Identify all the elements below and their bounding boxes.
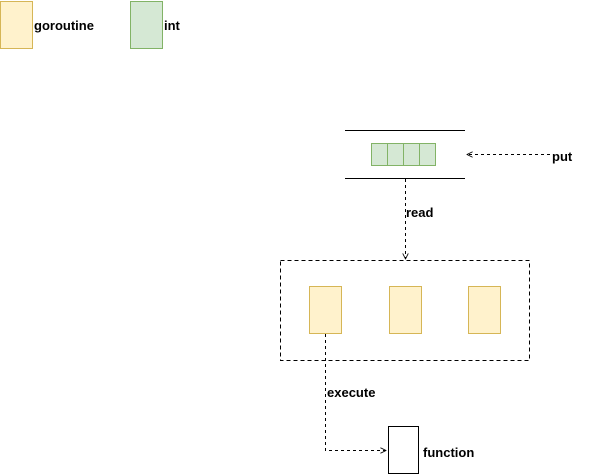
legend-label-goroutine: goroutine	[34, 18, 94, 33]
channel-cell	[419, 143, 436, 166]
channel-cell	[387, 143, 404, 166]
function-label: function	[423, 445, 475, 460]
function-box	[388, 426, 419, 474]
goroutine-worker	[309, 286, 342, 334]
execute-label: execute	[327, 385, 376, 400]
channel-cell	[371, 143, 388, 166]
legend-swatch-int	[130, 1, 163, 49]
legend-swatch-goroutine	[0, 1, 33, 49]
execute-arrow	[325, 334, 387, 451]
channel-cell	[403, 143, 420, 166]
read-label: read	[406, 205, 434, 220]
channel-buffer	[371, 143, 436, 166]
worker-pool-group	[280, 260, 530, 361]
legend-label-int: int	[164, 18, 180, 33]
put-label: put	[552, 149, 573, 164]
goroutine-worker	[389, 286, 422, 334]
goroutine-worker	[468, 286, 501, 334]
